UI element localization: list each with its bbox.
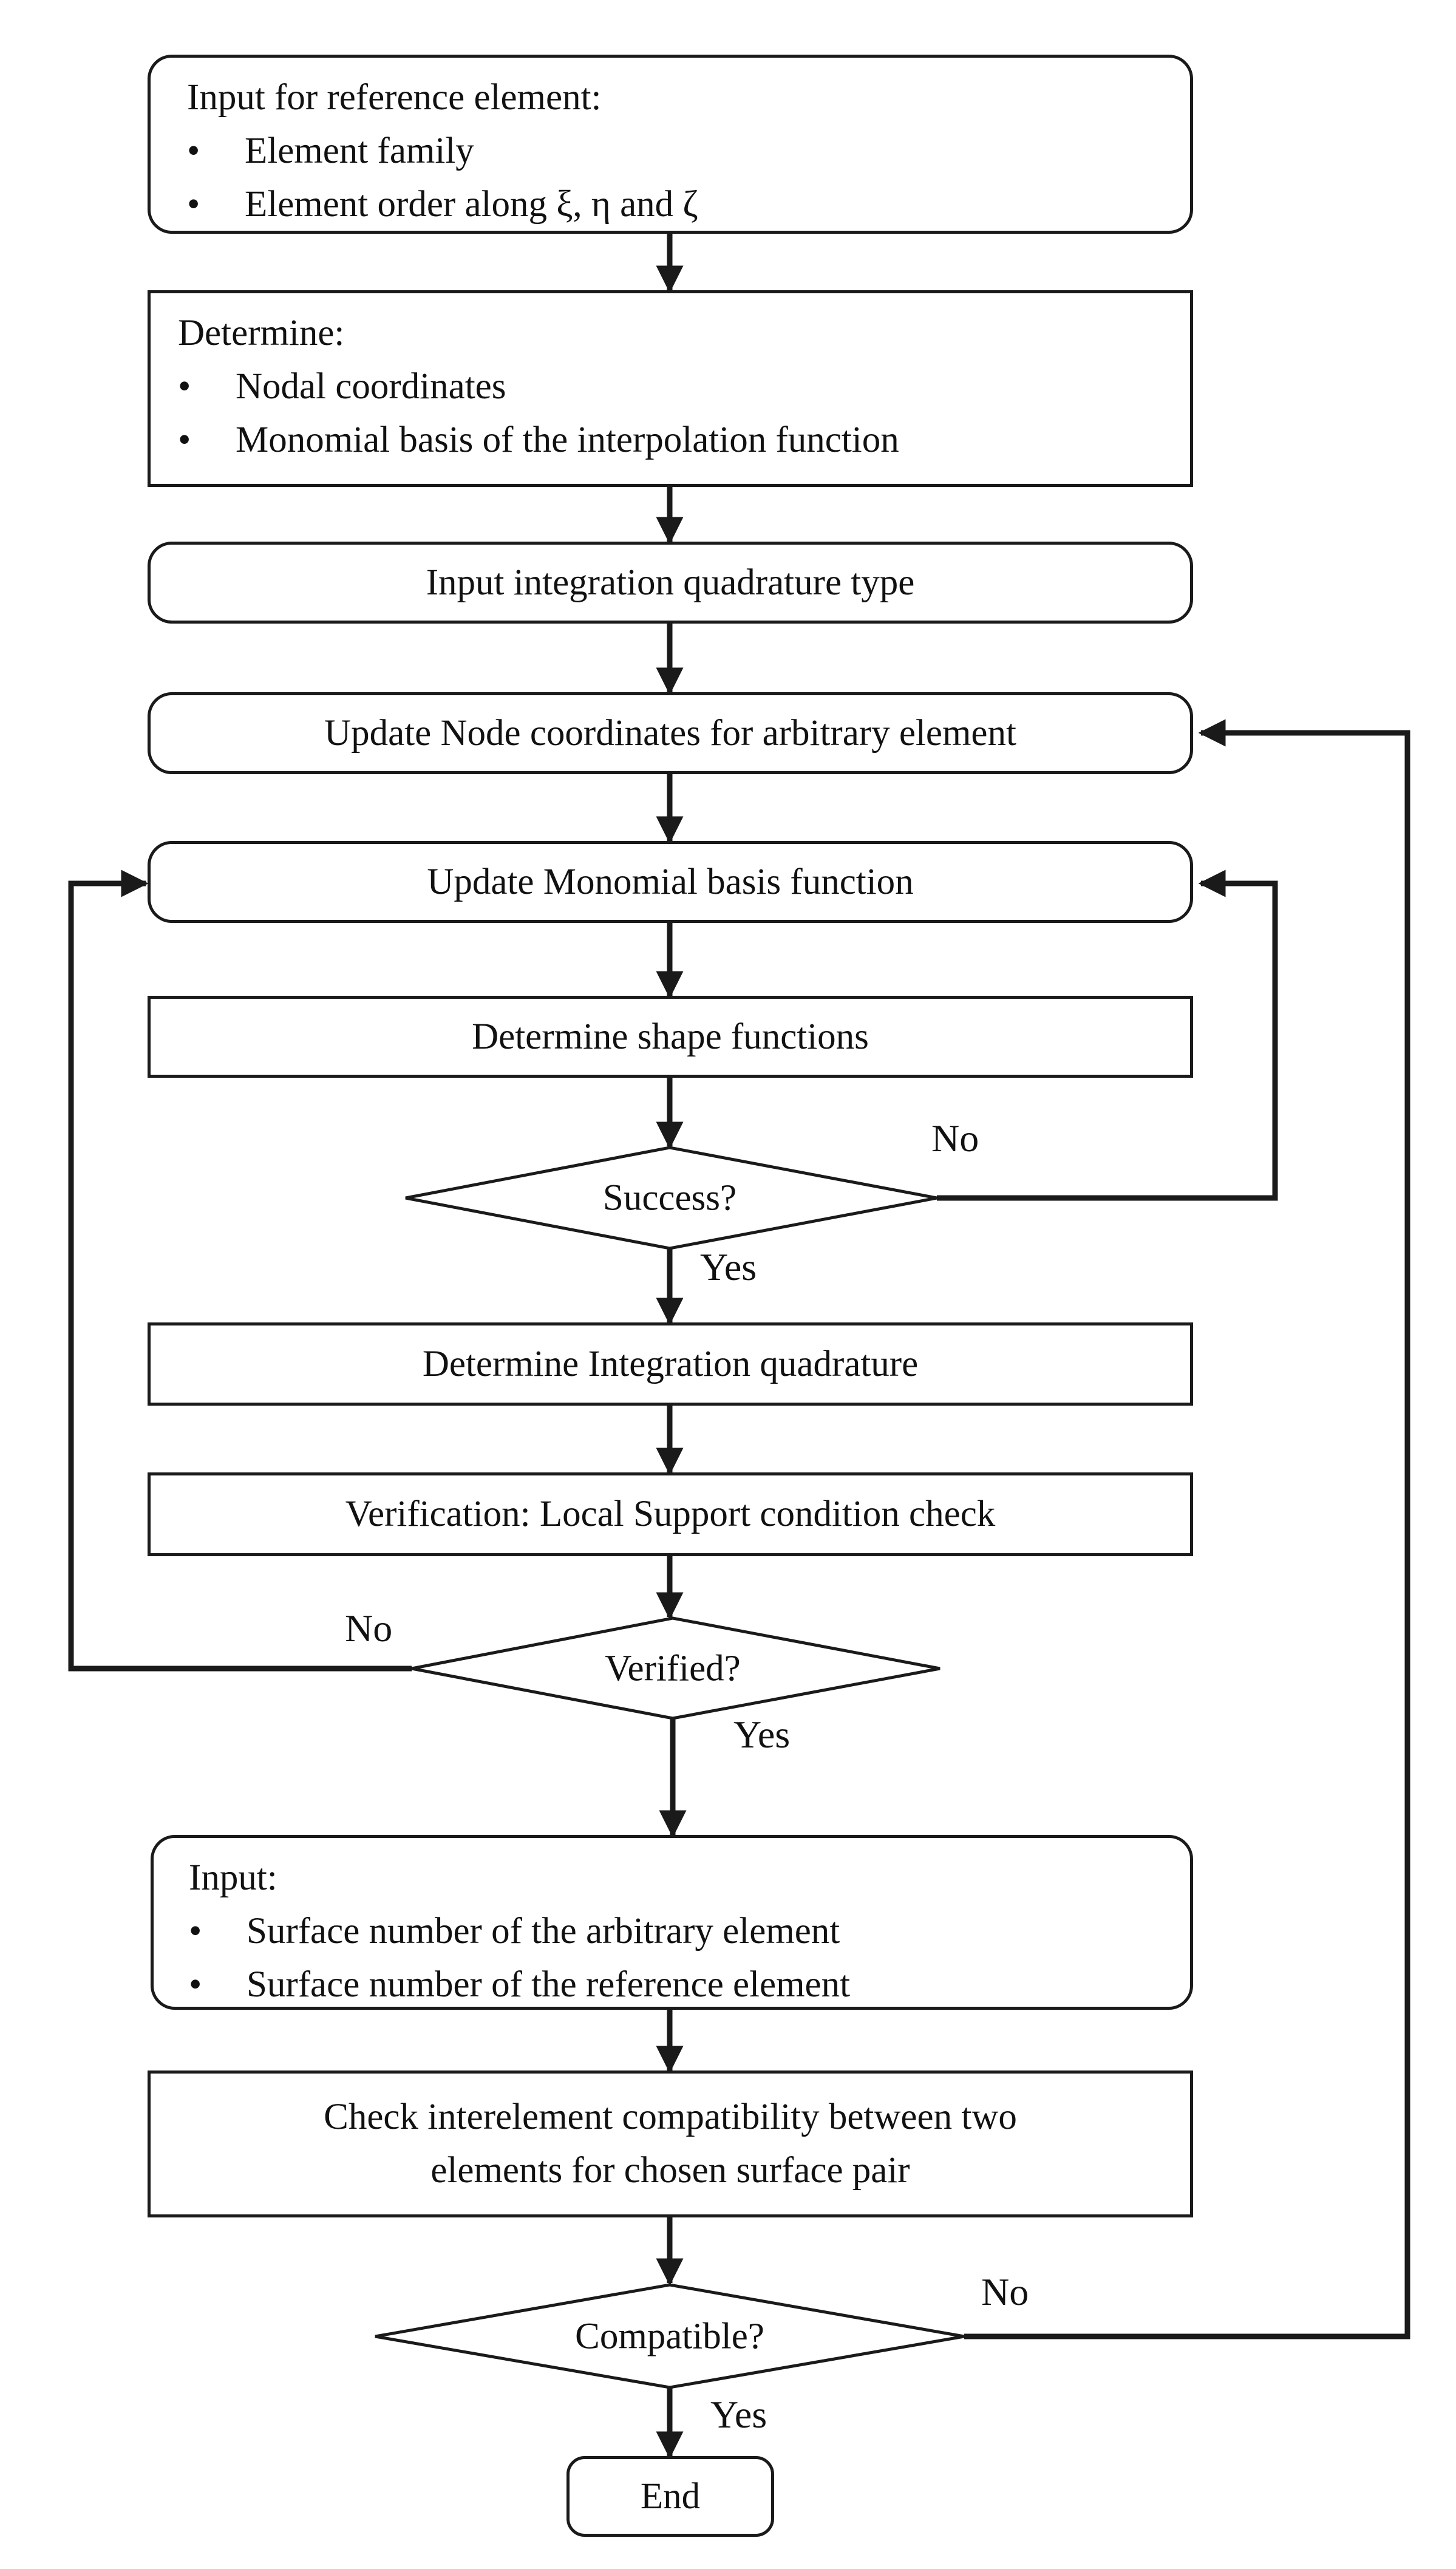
compatible-no-label: No	[981, 2270, 1029, 2313]
compatibility-check-line1: Check interelement compatibility between…	[324, 2097, 1017, 2137]
input-surfaces-box: Input: Surface number of the arbitrary e…	[151, 1835, 1193, 2012]
input-reference-title: Input for reference element:	[187, 77, 602, 118]
end-text: End	[640, 2475, 701, 2517]
decision-verified-text: Verified?	[605, 1649, 741, 1689]
compatible-yes-label: Yes	[710, 2393, 767, 2436]
compatibility-check-line2: elements for chosen surface pair	[430, 2150, 910, 2191]
success-no-label: No	[931, 1117, 979, 1160]
compatibility-check-box: Check interelement compatibility between…	[148, 2071, 1193, 2217]
decision-compatible: Compatible?	[375, 2283, 965, 2389]
success-yes-label: Yes	[700, 1245, 757, 1288]
arrow-success-no-loop	[937, 869, 1278, 1201]
arrow-compatible-no-loop	[964, 719, 1410, 2339]
input-reference-item-family: Element family	[187, 124, 1190, 178]
decision-success: Success?	[405, 1146, 937, 1250]
input-surfaces-item-reference: Surface number of the reference element	[189, 1958, 1190, 2012]
verification-box: Verification: Local Support condition ch…	[148, 1472, 1193, 1556]
input-reference-element-box: Input for reference element: Element fam…	[148, 55, 1193, 234]
determine-basis-title: Determine:	[178, 313, 345, 353]
determine-basis-box: Determine: Nodal coordinates Monomial ba…	[148, 290, 1193, 487]
input-quadrature-box: Input integration quadrature type	[148, 542, 1193, 624]
update-node-coordinates-text: Update Node coordinates for arbitrary el…	[324, 712, 1016, 754]
determine-shape-functions-box: Determine shape functions	[148, 996, 1193, 1078]
input-reference-item-order: Element order along ξ, η and ζ	[187, 178, 1190, 231]
verification-text: Verification: Local Support condition ch…	[345, 1494, 996, 1535]
update-monomial-basis-text: Update Monomial basis function	[427, 861, 914, 902]
decision-verified: Verified?	[411, 1616, 941, 1720]
determine-shape-functions-text: Determine shape functions	[472, 1016, 869, 1057]
update-monomial-basis-box: Update Monomial basis function	[148, 841, 1193, 923]
arrow-verified-no-loop	[68, 869, 412, 1672]
verified-yes-label: Yes	[733, 1713, 791, 1756]
input-surfaces-title: Input:	[189, 1857, 277, 1898]
determine-integration-text: Determine Integration quadrature	[422, 1343, 919, 1384]
decision-compatible-text: Compatible?	[575, 2316, 764, 2357]
determine-item-monomial-basis: Monomial basis of the interpolation func…	[178, 413, 1190, 467]
input-surfaces-item-arbitrary: Surface number of the arbitrary element	[189, 1905, 1190, 1958]
update-node-coordinates-box: Update Node coordinates for arbitrary el…	[148, 692, 1193, 774]
input-quadrature-text: Input integration quadrature type	[426, 562, 915, 603]
decision-success-text: Success?	[603, 1178, 737, 1219]
verified-no-label: No	[345, 1607, 393, 1650]
determine-integration-box: Determine Integration quadrature	[148, 1322, 1193, 1406]
end-box: End	[566, 2456, 774, 2537]
determine-item-nodal-coordinates: Nodal coordinates	[178, 360, 1190, 413]
